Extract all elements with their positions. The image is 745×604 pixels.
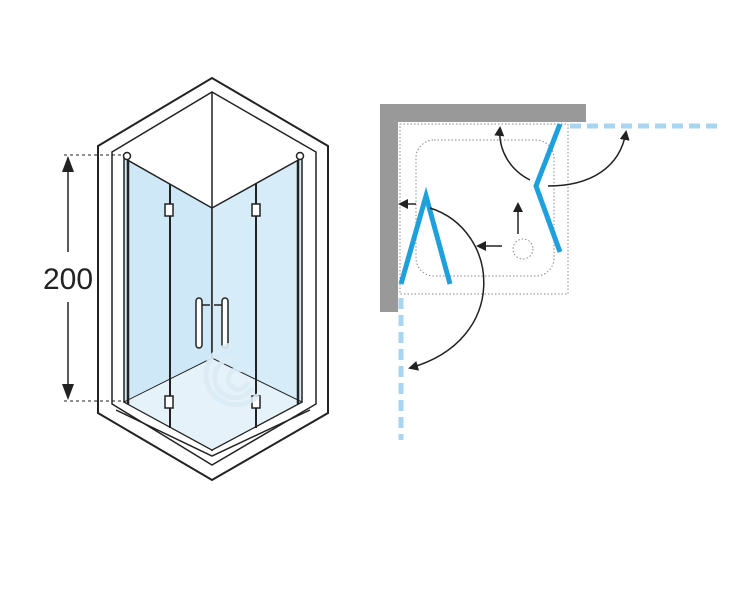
swing-arrow [408,207,485,371]
right-folding-door [533,123,563,253]
wall-left [380,104,398,312]
floor-plan [380,104,720,440]
wall-top [380,104,586,122]
shower-enclosure-illustration [97,76,329,482]
handle-right-icon [221,297,229,349]
shower-tray [122,357,304,451]
tray-base [115,409,311,457]
watermark-logo [203,342,260,408]
footprint-outline [399,123,569,295]
drain-icon [512,238,534,260]
tray-outline [415,139,555,277]
height-dimension: 200 [43,154,124,402]
hinge-icon [164,203,174,217]
hinge-icon [251,203,261,217]
hinge-icon [164,395,174,409]
swing-arrow [494,126,531,181]
top-fitting-left [122,151,132,161]
left-folding-door [398,186,453,285]
top-fitting-right [295,151,305,161]
height-label: 200 [43,263,93,296]
swing-arrow [547,130,630,187]
handle-left-icon [195,297,203,349]
